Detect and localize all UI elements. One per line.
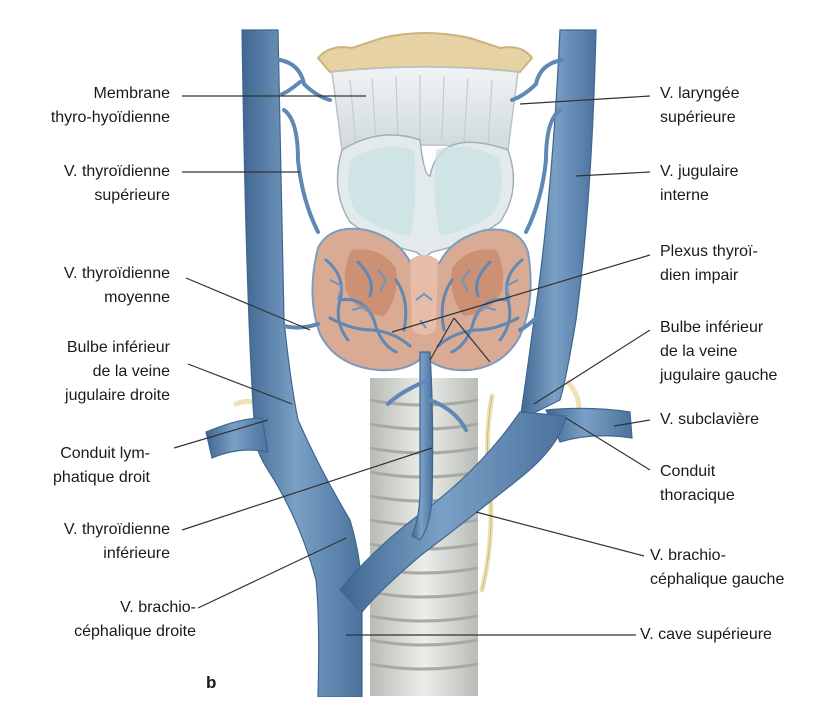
label-left-brachiocephalic-vein: V. brachio-céphalique gauche [650,544,784,592]
larynx [318,33,532,258]
label-right-lymphatic-duct: Conduit lym-phatique droit [53,442,150,490]
label-superior-vena-cava: V. cave supérieure [640,623,772,647]
label-subclavian-vein: V. subclavière [660,408,759,432]
panel-letter: b [206,673,216,693]
label-right-brachiocephalic-vein: V. brachio-céphalique droite [74,596,196,644]
hyoid-bone [318,33,532,72]
label-unpaired-thyroid-plexus: Plexus thyroï-dien impair [660,240,758,288]
